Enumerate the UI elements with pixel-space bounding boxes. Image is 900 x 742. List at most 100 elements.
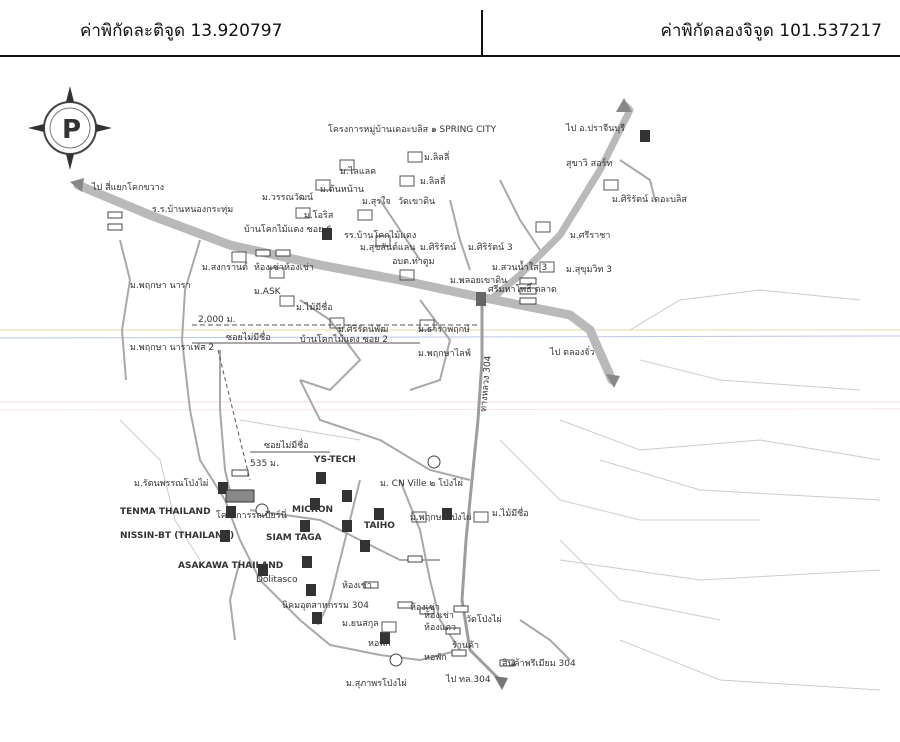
- label-obt: อบต.ท่าตูม: [392, 257, 435, 267]
- factory-marker: [258, 564, 268, 576]
- factory-icons: [218, 130, 650, 644]
- coordinate-header: ค่าพิกัดละติจูด 13.920797 ค่าพิกัดลองจิจ…: [0, 0, 900, 58]
- label-m-plaza: ม.พลอยเขาดิน: [450, 275, 507, 286]
- label-m-songkran: ม.สงกรานต์: [202, 261, 248, 273]
- label-ban-khok: บ้านโคกไม้แดง ซอย 6: [244, 224, 332, 235]
- house-icons: [231, 151, 619, 633]
- label-m-os: ม.โอริส: [304, 210, 334, 221]
- compass-letter: P: [62, 115, 81, 145]
- compass-icon: P: [28, 86, 112, 170]
- label-room6: ห้องแถว: [424, 622, 456, 633]
- label-m-toon: ม.ไม้มีชื่อ: [296, 300, 333, 313]
- label-wat: วัดเขาดิน: [398, 196, 435, 207]
- label-dist2: 535 ม.: [250, 459, 279, 469]
- label-m-sirirat: ม.ศิริรัตน์: [420, 241, 456, 253]
- label-m-sirirat4: ม.ธาราพฤกษ์: [418, 323, 470, 335]
- factory-marker: [342, 490, 352, 502]
- label-room3: ห้องเช่า: [342, 580, 372, 591]
- factory-marker: [342, 520, 352, 532]
- label-dorm2: หอพัก: [424, 653, 447, 663]
- factory-marker: [374, 508, 384, 520]
- label-m-lilly2: ม.ลิลลี่: [420, 174, 445, 187]
- label-room-rent2: ห้องเช่า: [284, 262, 314, 273]
- label-m-supa: ม.สุภาพรโป่งไผ่: [346, 678, 407, 689]
- label-to-sri-maha-phot: ไป สี่แยกโคกขวาง: [91, 180, 164, 193]
- factory-marker: [312, 612, 322, 624]
- label-room4: ห้องเช่า: [410, 602, 440, 613]
- main-highway: [73, 180, 617, 385]
- label-soi-nameless2: ซอยไม่มีชื่อ: [264, 438, 309, 451]
- label-m-rattana: ม.รัตนพรรณโป่งไผ่: [134, 478, 208, 489]
- label-m-surachai: ม.สุรใจ: [362, 196, 391, 207]
- label-school2: รร.บ้านโคกไม้แดง: [344, 230, 416, 241]
- label-m-wanatsathon: ม.วรรณวัฒน์: [262, 191, 313, 203]
- label-m-phruksa4: ม.พฤกษาโป่งไผ่: [410, 512, 471, 523]
- label-m-kanmana: ม.ต้นหน้าน: [320, 184, 364, 195]
- label-nissin: NISSIN-BT (THAILAND): [120, 531, 234, 541]
- route-304: [460, 300, 502, 682]
- label-m-phruksa3: ม.พฤกษาไลฟ์: [418, 347, 471, 359]
- label-spring-city: โครงการหมู่บ้านเดอะบลิส ๑ SPRING CITY: [328, 124, 497, 135]
- label-route304: ทางหลวง 304: [479, 355, 494, 412]
- label-wat-pong: วัดโป่งไผ่: [466, 614, 502, 625]
- label-micron: MICRON: [292, 505, 333, 515]
- label-m-suksan: ม.สุขสันต์แลน: [360, 241, 415, 253]
- label-shop: ร้านค้า: [452, 640, 479, 651]
- label-tenma: TENMA THAILAND: [120, 507, 211, 517]
- factory-marker: [640, 130, 650, 142]
- label-dolphins: Dolitasco: [256, 575, 298, 585]
- longitude-label: ค่าพิกัดลองจิจูด 101.537217: [660, 20, 883, 41]
- label-m-sirirat2: ม.ศิริรัตน์ 3: [468, 241, 513, 253]
- factory-marker: [306, 584, 316, 596]
- label-m-sirirat5: ม.ศิริรัตน์ เดอะบลิส: [612, 193, 687, 205]
- label-to-prachinburi: ไป อ.ปราจีนบุรี: [565, 123, 625, 134]
- factory-marker: [380, 632, 390, 644]
- header-divider: [481, 10, 483, 56]
- factory-marker: [226, 506, 236, 518]
- factory-marker: [310, 498, 320, 510]
- factory-marker: [316, 472, 326, 484]
- latitude-label: ค่าพิกัดละติจูด 13.920797: [80, 20, 283, 41]
- factory-marker: [302, 556, 312, 568]
- label-m-seven: ม.สวนน้ำใส 3: [492, 260, 547, 273]
- label-distance: 2,000 ม.: [198, 315, 235, 325]
- label-to-nong-ki: ไป ตลองจั่ว: [549, 345, 595, 358]
- label-to-304b: ไป ทล.304: [445, 674, 491, 685]
- header-rule: [0, 55, 900, 57]
- factory-marker: [442, 508, 452, 520]
- factory-marker: [220, 530, 230, 542]
- label-sukhothai: สุขาวิ สอร์ท: [566, 157, 612, 169]
- factory-marker: [218, 482, 228, 494]
- label-m-yen: ม.ยนสกุล: [342, 619, 379, 629]
- label-project: โครงการรถเบียร์นี่: [216, 508, 287, 521]
- label-m-nameless: ม.ไม้มีชื่อ: [492, 506, 529, 519]
- label-m-cn: ม. CN Ville ๒ โป่งไผ่: [380, 478, 463, 489]
- highway-arrow-west: [70, 178, 84, 192]
- label-taiho: TAIHO: [364, 521, 395, 531]
- label-asakawa: ASAKAWA THAILAND: [178, 561, 283, 571]
- label-school: ร.ร.บ้านหนองกระทุ่ม: [152, 204, 233, 215]
- factory-marker: [360, 540, 370, 552]
- highway-arrow-south: [606, 374, 620, 388]
- label-room5: ห้องเช่า: [424, 610, 454, 621]
- label-m-sirirat3: ม.ศิริรัตน์พัฒ: [338, 323, 388, 335]
- label-dorm: หอพัก: [368, 639, 391, 649]
- label-soi-nameless: ซอยไม่มีชื่อ: [226, 330, 271, 343]
- label-m-phruksa: ม.พฤกษา นารา: [130, 281, 191, 291]
- factory-marker: [322, 228, 332, 240]
- label-ban-khok2: บ้านโคกไม้แดง ซอย 2: [300, 334, 388, 345]
- factory-marker: [300, 520, 310, 532]
- label-siam-taga: SIAM TAGA: [266, 533, 322, 543]
- label-ys-tech: YS-TECH: [313, 455, 356, 465]
- label-m-thai: ม.ศรีราชา: [570, 230, 610, 241]
- label-spot: สินค้าพรีเมียม 304: [502, 658, 576, 669]
- rental-icons: [107, 211, 537, 667]
- label-market: ศรีมหาโพธิ์ ตลาด: [488, 282, 557, 295]
- label-m-sukhumvit: ม.สุขุมวิท 3: [566, 264, 612, 275]
- label-room-rent: ห้องเช่า: [254, 262, 284, 273]
- label-m-ask: ม.ASK: [254, 287, 282, 297]
- label-m-lilly: ม.ลิลลี่: [424, 150, 449, 163]
- label-industrial: นิคมอุตสาหกรรม 304: [282, 600, 369, 611]
- label-m-phruksa2: ม.พฤกษา นาราเฟส 2: [130, 343, 214, 353]
